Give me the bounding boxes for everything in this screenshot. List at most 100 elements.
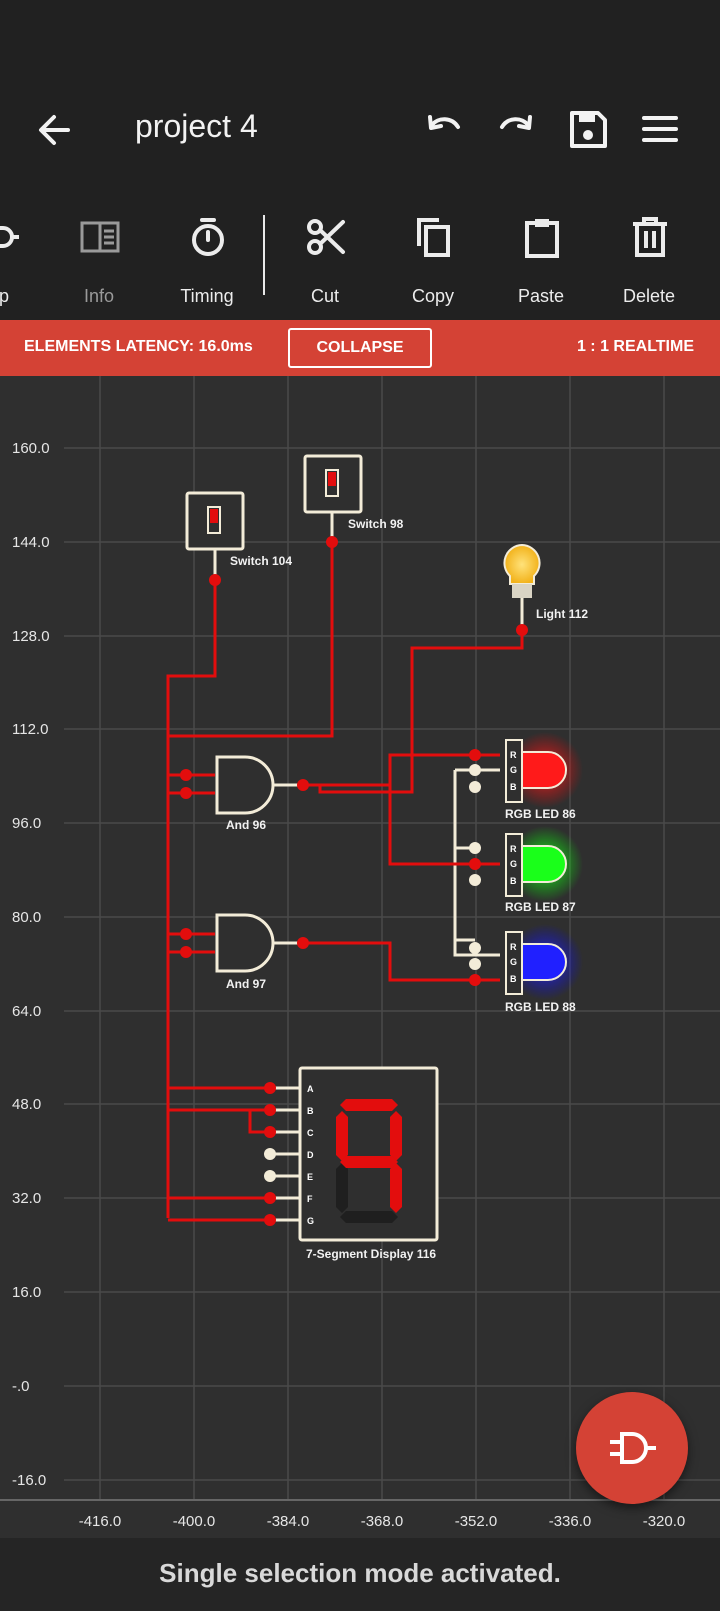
segment-d xyxy=(340,1211,398,1223)
segment-pin[interactable] xyxy=(264,1082,276,1094)
pin-label: G xyxy=(510,957,517,967)
x-tick-label: -336.0 xyxy=(549,1513,592,1530)
logic-gate-icon xyxy=(610,1432,656,1464)
wires-on xyxy=(166,538,524,1222)
pin-label: B xyxy=(307,1106,314,1116)
tool-copy-button[interactable]: Copy xyxy=(383,210,483,310)
component-label: Switch 104 xyxy=(230,554,292,568)
component-label: RGB LED 86 xyxy=(505,807,576,821)
trash-icon xyxy=(633,217,667,257)
y-tick-label: 64.0 xyxy=(12,1003,41,1020)
component-label: RGB LED 88 xyxy=(505,1000,576,1014)
segment-pin[interactable] xyxy=(264,1126,276,1138)
pin-label: B xyxy=(510,876,517,886)
x-tick-label: -384.0 xyxy=(267,1513,310,1530)
back-arrow-icon[interactable] xyxy=(30,104,82,156)
tool-up-button[interactable]: up xyxy=(0,210,49,310)
x-tick-label: -352.0 xyxy=(455,1513,498,1530)
grid xyxy=(64,376,720,1500)
rgb-led-88[interactable]: R G B RGB LED 88 xyxy=(469,924,583,1014)
pin-label: B xyxy=(510,782,517,792)
status-bar: Single selection mode activated. xyxy=(0,1538,720,1611)
tool-label: Timing xyxy=(180,286,234,306)
segment-pin[interactable] xyxy=(264,1104,276,1116)
pin-label: B xyxy=(510,974,517,984)
redo-icon[interactable] xyxy=(492,105,540,153)
switch-98[interactable]: Switch 98 xyxy=(303,454,404,548)
y-tick-label: 96.0 xyxy=(12,815,41,832)
segment-pin[interactable] xyxy=(264,1214,276,1226)
pin-label: G xyxy=(510,859,517,869)
tool-cut-button[interactable]: Cut xyxy=(275,210,375,310)
y-tick-label: 48.0 xyxy=(12,1096,41,1113)
x-tick-label: -320.0 xyxy=(643,1513,686,1530)
pin-label: C xyxy=(307,1128,314,1138)
tool-info-button[interactable]: Info xyxy=(49,210,149,310)
segment-b xyxy=(390,1111,402,1161)
scissors-icon xyxy=(307,219,345,255)
y-tick-label: 144.0 xyxy=(12,534,50,551)
app-bar: project 4 xyxy=(0,0,720,200)
rgb-led-86[interactable]: R G B RGB LED 86 xyxy=(469,732,583,821)
tool-label: Info xyxy=(83,286,115,306)
collapse-button[interactable]: COLLAPSE xyxy=(288,328,432,368)
and-gate-96[interactable]: And 96 xyxy=(180,755,309,832)
tool-label: Cut xyxy=(310,286,339,306)
pin-label: R xyxy=(510,942,517,952)
light-112[interactable]: Light 112 xyxy=(503,543,588,636)
pin-label: R xyxy=(510,750,517,760)
tool-timing-button[interactable]: Timing xyxy=(157,210,257,310)
component-label: And 96 xyxy=(226,818,266,832)
clipboard-icon xyxy=(525,219,559,258)
segment-c xyxy=(390,1163,402,1213)
x-tick-label: -400.0 xyxy=(173,1513,216,1530)
y-tick-label: 80.0 xyxy=(12,909,41,926)
status-message: Single selection mode activated. xyxy=(159,1558,561,1588)
switch-104[interactable]: Switch 104 xyxy=(185,491,292,586)
component-label: 7-Segment Display 116 xyxy=(306,1247,436,1261)
edit-toolbar: up Info Timing Cut Copy xyxy=(0,200,720,320)
x-tick-label: -368.0 xyxy=(361,1513,404,1530)
x-tick-label: -416.0 xyxy=(79,1513,122,1530)
pin-label: A xyxy=(307,1084,314,1094)
copy-icon xyxy=(417,218,450,257)
component-label: And 97 xyxy=(226,977,266,991)
info-panel-icon xyxy=(80,221,120,253)
pin-label: R xyxy=(510,844,517,854)
y-tick-label: 32.0 xyxy=(12,1190,41,1207)
y-tick-label: -16.0 xyxy=(12,1472,46,1489)
rgb-led-87[interactable]: R G B RGB LED 87 xyxy=(469,826,583,914)
and-gate-97[interactable]: And 97 xyxy=(180,913,309,991)
tool-label: Copy xyxy=(411,286,455,306)
tool-paste-button[interactable]: Paste xyxy=(491,210,591,310)
pin-label: E xyxy=(307,1172,313,1182)
tool-label: Paste xyxy=(517,286,565,306)
tool-label: up xyxy=(0,286,10,306)
y-axis: 160.0 144.0 128.0 112.0 96.0 80.0 64.0 48.0 32.0… xyxy=(12,440,50,1489)
segment-e xyxy=(336,1163,348,1213)
segment-pin[interactable] xyxy=(264,1148,276,1160)
latency-text: ELEMENTS LATENCY: 16.0ms xyxy=(24,338,253,355)
component-label: RGB LED 87 xyxy=(505,900,576,914)
y-tick-label: 128.0 xyxy=(12,628,50,645)
y-tick-label: 160.0 xyxy=(12,440,50,457)
menu-icon[interactable] xyxy=(636,105,684,153)
simulation-banner: ELEMENTS LATENCY: 16.0ms COLLAPSE 1 : 1 … xyxy=(0,320,720,376)
segment-a xyxy=(340,1099,398,1111)
stopwatch-icon xyxy=(192,218,224,256)
segment-pin[interactable] xyxy=(264,1170,276,1182)
pin-label: G xyxy=(307,1216,314,1226)
realtime-speed-button[interactable]: 1 : 1 REALTIME xyxy=(576,338,694,355)
save-icon[interactable] xyxy=(564,105,612,153)
toolbar-divider xyxy=(263,215,265,295)
add-component-fab[interactable] xyxy=(576,1392,688,1504)
undo-icon[interactable] xyxy=(420,105,468,153)
x-axis: -416.0 -400.0 -384.0 -368.0 -352.0 -336.0 -320… xyxy=(0,1499,720,1530)
circuit-canvas[interactable]: 160.0 144.0 128.0 112.0 96.0 80.0 64.0 48.0 32.0… xyxy=(0,376,720,1538)
segment-g xyxy=(340,1156,398,1168)
y-tick-label: 112.0 xyxy=(12,721,48,738)
pin-label: F xyxy=(307,1194,313,1204)
tool-delete-button[interactable]: Delete xyxy=(599,210,699,310)
segment-pin[interactable] xyxy=(264,1192,276,1204)
